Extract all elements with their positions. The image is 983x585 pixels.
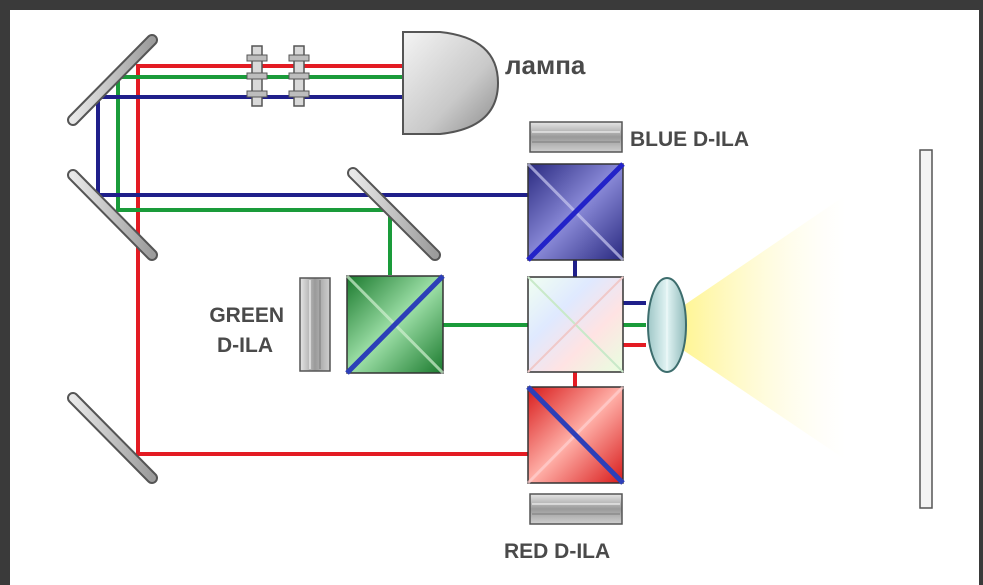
red-beam-splitter-cube xyxy=(526,385,625,485)
green-d-ila-label-line1: GREEN xyxy=(209,304,284,327)
blue-beam-splitter-cube xyxy=(526,162,625,262)
color-combining-prism xyxy=(527,276,624,373)
lamp-label: лампа xyxy=(505,50,586,80)
green-d-ila-panel xyxy=(299,277,331,372)
lamp xyxy=(402,31,500,135)
red-d-ila-panel xyxy=(529,493,623,525)
dichroic-mirror-center xyxy=(347,167,441,261)
diagram-frame: лампа BLUE D-ILA GREEN D-ILA RED D-ILA xyxy=(10,10,979,585)
d-ila-projector-diagram: лампа BLUE D-ILA GREEN D-ILA RED D-ILA xyxy=(67,31,933,563)
blue-d-ila-label: BLUE D-ILA xyxy=(630,128,749,151)
projected-light-cone xyxy=(680,195,846,460)
projection-lens xyxy=(647,277,687,373)
projection-screen xyxy=(919,149,933,509)
green-light-beam xyxy=(116,75,405,275)
green-beam-splitter-cube xyxy=(345,274,445,375)
filter-2 xyxy=(288,45,310,107)
mirror-bottom-left xyxy=(67,392,158,484)
mirror-top-left xyxy=(67,34,158,126)
red-light-beam xyxy=(136,64,538,456)
filter-1 xyxy=(246,45,268,107)
green-d-ila-label-line2: D-ILA xyxy=(217,334,273,357)
blue-d-ila-panel xyxy=(529,121,623,153)
red-d-ila-label: RED D-ILA xyxy=(504,540,610,563)
mirror-middle-left xyxy=(67,169,158,261)
